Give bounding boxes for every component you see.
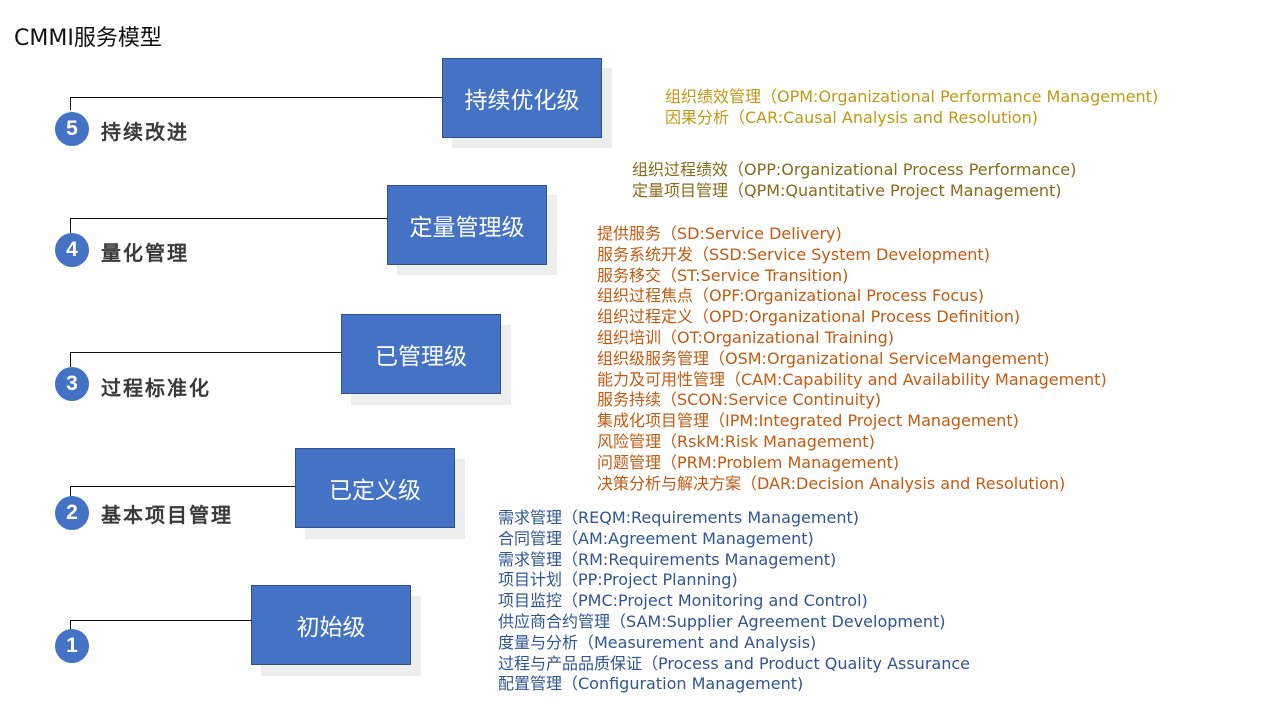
level-5-process-areas: 组织绩效管理（OPM:Organizational Performance Ma… [665, 87, 1158, 129]
connector-horizontal-4 [70, 218, 387, 219]
process-area-item: 度量与分析（Measurement and Analysis) [498, 632, 817, 652]
level-2-box: 已定义级 [295, 448, 455, 528]
process-area-item: 组织过程定义（OPD:Organizational Process Defini… [597, 307, 1021, 327]
level-3-number: 3 [55, 367, 89, 401]
level-2-process-areas: 需求管理（REQM:Requirements Management) 合同管理（… [498, 508, 970, 695]
connector-vertical-3 [70, 352, 71, 367]
level-2-name: 基本项目管理 [101, 503, 233, 527]
process-area-item: 配置管理（Configuration Management) [498, 674, 804, 694]
level-4-name: 量化管理 [101, 241, 189, 265]
level-1-number: 1 [55, 629, 89, 663]
process-area-item: 问题管理（PRM:Problem Management) [597, 452, 900, 472]
level-5-name: 持续改进 [101, 120, 189, 144]
process-area-item: 服务持续（SCON:Service Continuity) [597, 390, 882, 410]
process-area-item: 需求管理（REQM:Requirements Management) [498, 508, 859, 527]
level-4-box: 定量管理级 [387, 185, 547, 265]
level-5-number: 5 [55, 112, 89, 146]
process-area-item: 组织培训（OT:Organizational Training) [597, 327, 895, 347]
process-area-item: 服务系统开发（SSD:Service System Development) [597, 244, 990, 264]
process-area-item: 项目计划（PP:Project Planning) [498, 570, 738, 590]
process-area-item: 集成化项目管理（IPM:Integrated Project Managemen… [597, 411, 1019, 431]
connector-horizontal-5 [70, 97, 442, 98]
level-3-box: 已管理级 [341, 314, 501, 394]
connector-horizontal-1 [70, 620, 251, 621]
page-title: CMMI服务模型 [14, 26, 162, 51]
process-area-item: 决策分析与解决方案（DAR:Decision Analysis and Reso… [597, 473, 1066, 493]
process-area-item: 需求管理（RM:Requirements Management) [498, 549, 837, 569]
process-area-item: 提供服务（SD:Service Delivery) [597, 224, 842, 243]
process-area-item: 定量项目管理（QPM:Quantitative Project Manageme… [632, 180, 1062, 200]
level-4-number: 4 [55, 233, 89, 267]
process-area-item: 合同管理（AM:Agreement Management) [498, 528, 814, 548]
connector-vertical-5 [70, 97, 71, 110]
process-area-item: 组织过程焦点（OPF:Organizational Process Focus) [597, 286, 984, 306]
process-area-item: 组织过程绩效（OPP:Organizational Process Perfor… [632, 160, 1077, 179]
connector-horizontal-2 [70, 486, 295, 487]
level-4-process-areas: 组织过程绩效（OPP:Organizational Process Perfor… [632, 160, 1076, 202]
connector-vertical-2 [70, 486, 71, 498]
level-1-box: 初始级 [251, 585, 411, 665]
connector-vertical-4 [70, 218, 71, 233]
process-area-item: 过程与产品品质保证（Process and Product Quality As… [498, 653, 970, 673]
connector-vertical-1 [70, 620, 71, 630]
process-area-item: 组织级服务管理（OSM:Organizational ServiceMangem… [597, 348, 1050, 368]
level-5-box: 持续优化级 [442, 58, 602, 138]
connector-horizontal-3 [70, 352, 341, 353]
process-area-item: 项目监控（PMC:Project Monitoring and Control) [498, 591, 868, 611]
level-2-number: 2 [55, 496, 89, 530]
process-area-item: 能力及可用性管理（CAM:Capability and Availability… [597, 369, 1107, 389]
process-area-item: 服务移交（ST:Service Transition) [597, 265, 849, 285]
process-area-item: 因果分析（CAR:Causal Analysis and Resolution) [665, 107, 1038, 127]
process-area-item: 风险管理（RskM:Risk Management) [597, 431, 875, 451]
process-area-item: 组织绩效管理（OPM:Organizational Performance Ma… [665, 87, 1159, 106]
level-3-process-areas: 提供服务（SD:Service Delivery) 服务系统开发（SSD:Ser… [597, 224, 1107, 494]
process-area-item: 供应商合约管理（SAM:Supplier Agreement Developme… [498, 611, 946, 631]
level-3-name: 过程标准化 [101, 376, 211, 400]
